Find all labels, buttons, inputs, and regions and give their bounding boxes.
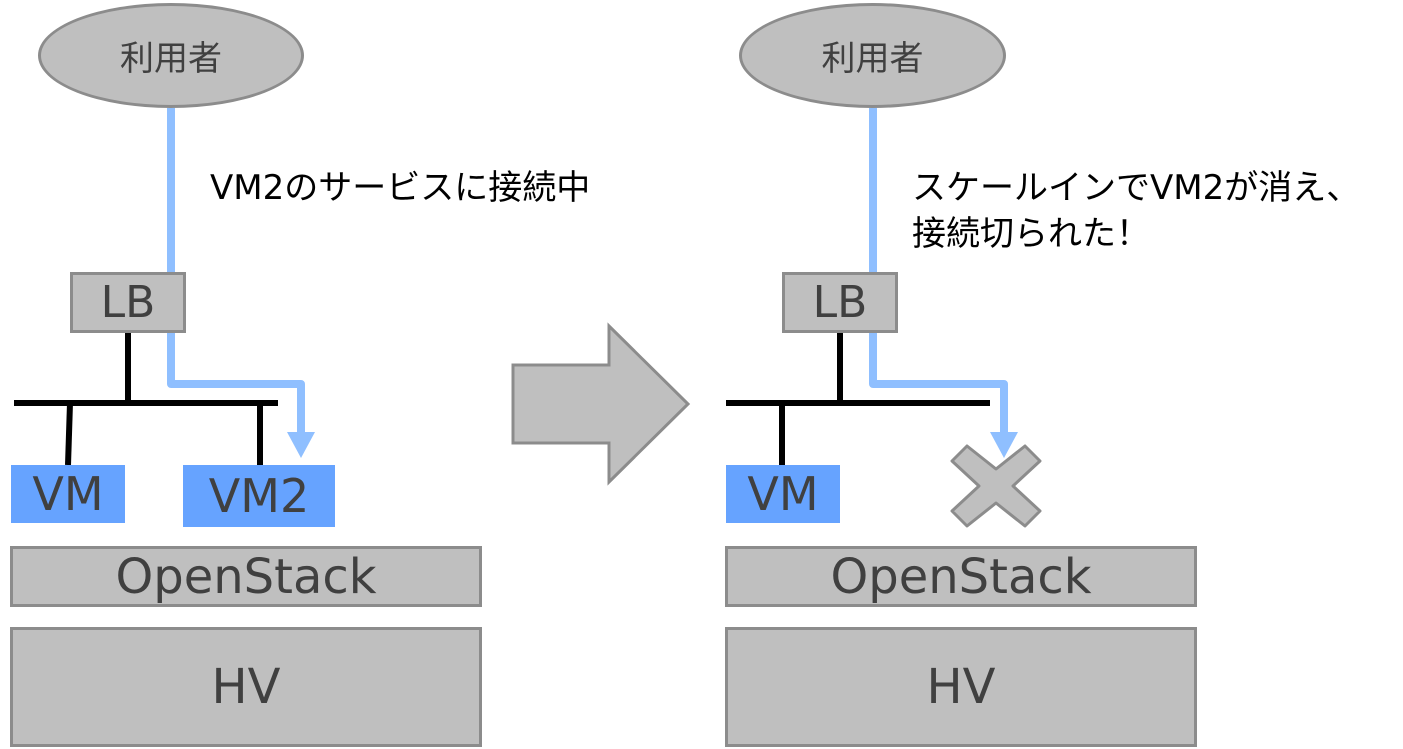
left-network [14,332,278,466]
left-hv-box: HV [10,627,482,747]
right-status-note: スケールインでVM2が消え、 接続切られた！ [912,165,1360,257]
left-user-node: 利用者 [38,3,304,108]
right-arrow-icon [511,322,691,486]
right-vm1-box: VM [726,465,840,523]
left-vm1-box: VM [11,465,125,523]
right-hv-box: HV [725,627,1197,747]
left-connection-path [167,108,305,440]
left-vm1-link [65,402,73,466]
right-user-node: 利用者 [739,3,1006,108]
right-connection-path [869,108,1008,440]
left-connection-arrowhead [287,432,315,458]
left-lb-box: LB [70,272,186,333]
cross-icon [950,444,1042,528]
right-network [726,332,990,465]
left-vm2-box: VM2 [183,465,335,527]
left-status-note: VM2のサービスに接続中 [210,168,591,208]
right-status-note-line2: 接続切られた！ [912,214,1150,254]
right-openstack-box: OpenStack [725,546,1197,607]
right-connection-arrowhead [990,432,1018,458]
right-lb-box: LB [782,272,898,333]
left-openstack-box: OpenStack [10,546,482,607]
right-status-note-line1: スケールインでVM2が消え、 [912,168,1361,208]
